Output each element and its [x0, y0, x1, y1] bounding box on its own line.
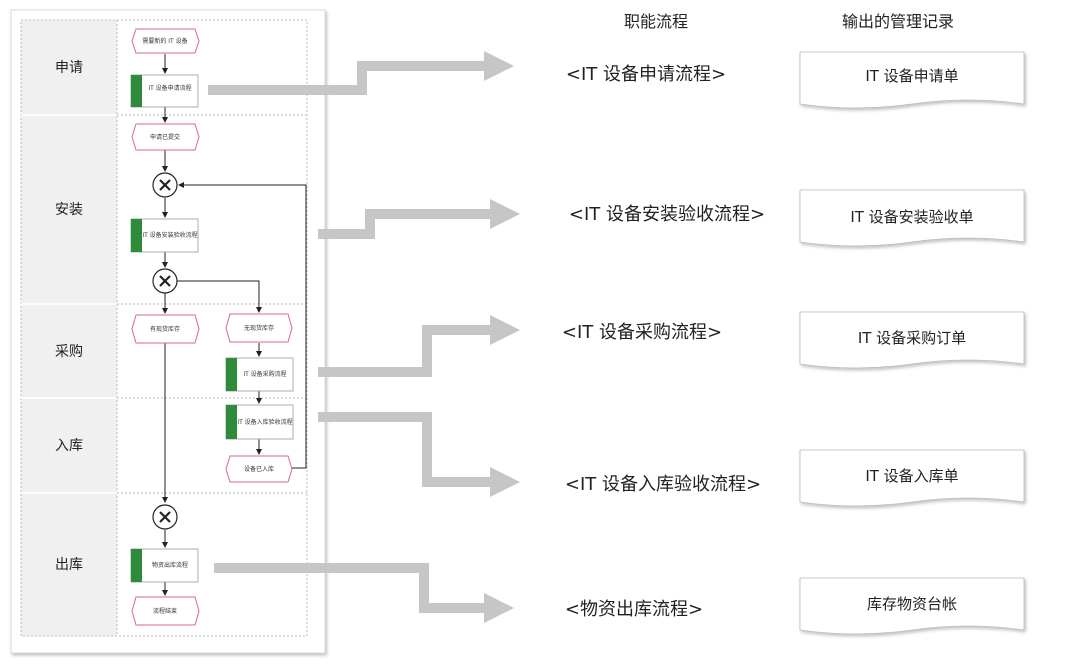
process-it-purchase: <IT 设备采购流程> [562, 322, 722, 343]
header-process: 职能流程 [624, 12, 688, 31]
header-records: 输出的管理记录 [842, 12, 954, 31]
function-it-purchase-label: IT 设备采购流程 [243, 370, 286, 378]
event-device-instocked: 设备已入库 [225, 455, 293, 483]
lane-install: 安装 [55, 202, 83, 218]
event-has-stock-label: 有现货库存 [150, 325, 180, 333]
record-it-instock: IT 设备入库单 [865, 467, 958, 485]
mapping-arrows [208, 61, 492, 613]
xor-gateway-icon [152, 268, 178, 294]
event-flow-end-label: 流程结束 [153, 607, 177, 615]
event-flow-end: 流程结束 [131, 596, 200, 626]
process-it-install: <IT 设备安装验收流程> [569, 204, 765, 225]
record-stock-ledger: 库存物资台帐 [867, 595, 957, 613]
xor-gateway-icon [152, 504, 178, 530]
event-has-stock: 有现货库存 [131, 314, 200, 344]
event-apply-submitted-label: 申请已提交 [150, 133, 180, 141]
process-it-instock: <IT 设备入库验收流程> [565, 474, 761, 495]
process-it-apply: <IT 设备申请流程> [566, 64, 726, 85]
lane-instock: 入库 [55, 438, 83, 454]
function-it-apply: IT 设备申请流程 [130, 74, 199, 108]
lane-apply: 申请 [55, 60, 83, 76]
event-apply-submitted: 申请已提交 [131, 123, 200, 151]
lane-purchase: 采购 [55, 344, 83, 360]
function-it-instock-label: IT 设备入库验收流程 [237, 418, 292, 426]
record-it-apply: IT 设备申请单 [865, 67, 958, 85]
mapping-arrowheads [484, 51, 520, 623]
event-no-stock-label: 无现货库存 [244, 324, 274, 332]
record-it-install: IT 设备安装验收单 [850, 208, 973, 226]
function-outbound-label: 物资出库流程 [152, 561, 188, 569]
record-it-purchase: IT 设备采购订单 [858, 329, 966, 347]
event-device-instocked-label: 设备已入库 [244, 465, 274, 473]
function-it-install-label: IT 设备安装验收流程 [142, 231, 197, 239]
record-document: IT 设备入库单 [799, 449, 1025, 507]
event-need-it-label: 需要新的 IT 设备 [142, 37, 187, 45]
process-outbound: <物资出库流程> [565, 599, 703, 620]
lane-outbound: 出库 [55, 557, 83, 573]
record-document: 库存物资台帐 [799, 577, 1025, 635]
record-document: IT 设备安装验收单 [799, 189, 1025, 247]
record-document: IT 设备采购订单 [799, 311, 1025, 369]
record-document: IT 设备申请单 [799, 51, 1025, 109]
function-it-instock: IT 设备入库验收流程 [225, 404, 294, 440]
function-outbound: 物资出库流程 [130, 548, 199, 583]
xor-gateway-icon [152, 172, 178, 198]
function-it-install: IT 设备安装验收流程 [130, 218, 199, 253]
event-no-stock: 无现货库存 [225, 313, 293, 343]
flow-connectors [162, 54, 307, 596]
function-it-purchase: IT 设备采购流程 [225, 357, 294, 392]
event-need-it: 需要新的 IT 设备 [131, 28, 200, 54]
function-it-apply-label: IT 设备申请流程 [148, 84, 191, 92]
